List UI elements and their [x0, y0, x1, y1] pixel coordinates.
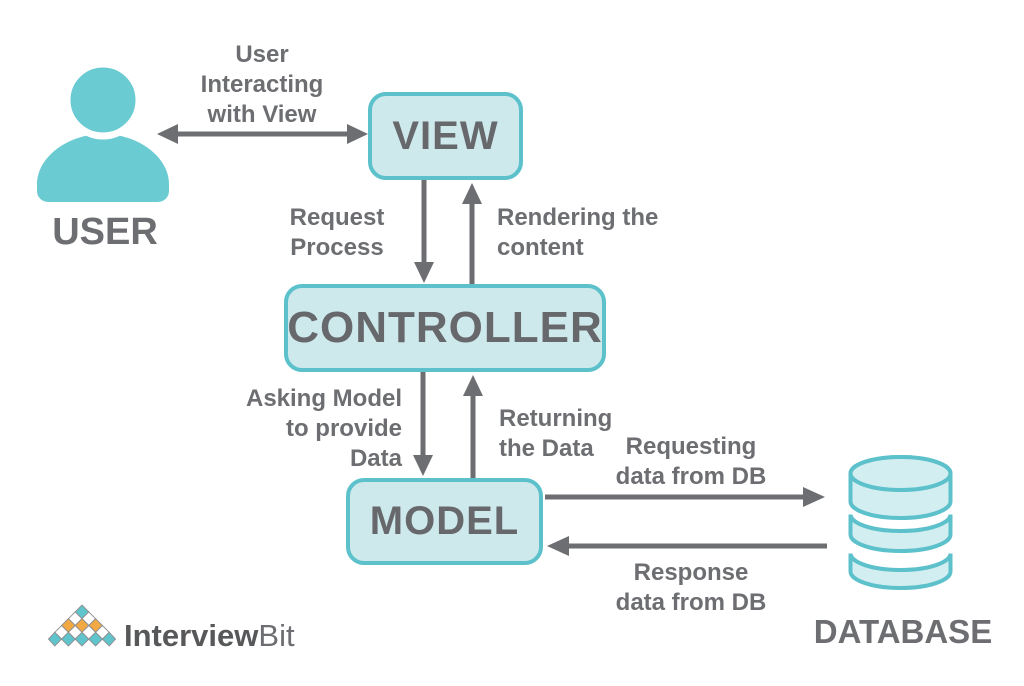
model-node: MODEL	[346, 478, 543, 565]
controller-node-label: CONTROLLER	[287, 303, 603, 352]
edge-label-rendering-content: Rendering the content	[497, 204, 659, 261]
user-label: USER	[52, 211, 158, 253]
arrow-controller-to-view	[462, 183, 482, 284]
edge-label-request-process: Request Process	[289, 204, 385, 261]
interviewbit-pyramid-logo	[48, 604, 116, 647]
database-cylinder-icon	[848, 455, 953, 590]
arrow-controller-to-model	[413, 372, 433, 476]
arrow-model-to-controller	[463, 375, 483, 478]
database-label: DATABASE	[813, 613, 993, 650]
arrow-view-to-controller	[414, 180, 434, 283]
interviewbit-wordmark: InterviewBit	[124, 618, 295, 654]
view-node-label: VIEW	[392, 113, 499, 158]
model-node-label: MODEL	[369, 499, 520, 543]
edge-label-asking-model: Asking Model to provide Data	[245, 385, 402, 472]
controller-node: CONTROLLER	[284, 284, 606, 372]
edge-label-requesting-db: Requesting data from DB	[615, 433, 767, 490]
arrow-database-to-model	[547, 536, 827, 556]
edge-label-user-interacting: User Interacting with View	[200, 41, 324, 128]
logo-text-interview: Interview	[124, 618, 259, 653]
user-person-icon	[37, 62, 169, 202]
arrow-user-view-bidirectional	[157, 124, 368, 144]
logo-text-bit: Bit	[258, 618, 295, 653]
edge-label-returning-data: Returning the Data	[499, 405, 613, 462]
edge-label-response-db: Response data from DB	[615, 559, 767, 616]
arrow-model-to-database	[545, 487, 825, 507]
view-node: VIEW	[368, 92, 523, 180]
